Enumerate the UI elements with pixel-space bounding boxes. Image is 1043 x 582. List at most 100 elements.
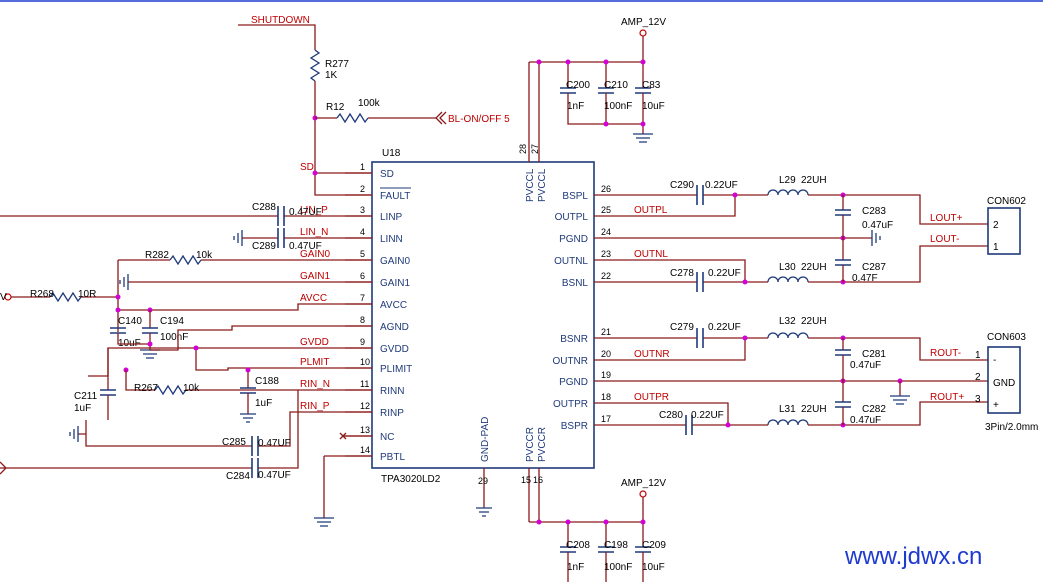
- c282-cap: [835, 401, 851, 408]
- c211-val: 1uF: [74, 403, 91, 414]
- c209-ref: C209: [642, 540, 666, 551]
- pin28-name: PVCCL: [525, 168, 536, 202]
- agnd-wire: [150, 325, 372, 351]
- c283-val: 0.47uF: [862, 220, 893, 231]
- left-pin-name: NC: [380, 432, 394, 443]
- r277-val: 1K: [325, 70, 338, 81]
- c289-cap: [277, 228, 285, 248]
- ic-part: TPA3020LD2: [381, 474, 441, 485]
- con602-pin2: 2: [993, 220, 999, 231]
- left-offpage-arrow: [0, 461, 7, 475]
- con603-ref: CON603: [987, 332, 1026, 343]
- l32-val: 22UH: [801, 316, 827, 327]
- con603-pin1: 1: [975, 350, 981, 361]
- c200-val: 1nF: [567, 101, 584, 112]
- right-pin-name: OUTPL: [555, 212, 589, 223]
- top-ground-symbol: [633, 133, 653, 143]
- c281-val: 0.47uF: [850, 360, 881, 371]
- rout-minus-label: ROUT-: [930, 348, 961, 359]
- pin29-num: 29: [478, 476, 488, 486]
- r267-val: 10k: [183, 383, 200, 394]
- left-pin-num: 3: [360, 205, 365, 215]
- left-pin-num: 7: [360, 293, 365, 303]
- right-pin-name: PGND: [559, 234, 588, 245]
- c290-cap: [696, 185, 704, 205]
- right-pin-num: 20: [601, 349, 611, 359]
- left-pin-net: RIN_N: [300, 379, 330, 390]
- l30-inductor: [767, 276, 809, 283]
- right-pin-net: OUTNR: [634, 349, 670, 360]
- c288-cap: [277, 206, 285, 226]
- c208-ref: C208: [566, 540, 590, 551]
- right-pin-num: 23: [601, 249, 611, 259]
- con602-body: [987, 207, 1021, 255]
- right-pin-name: OUTPR: [553, 399, 588, 410]
- right-pin-net: OUTPR: [634, 392, 669, 403]
- con603-footprint: 3Pin/2.0mm: [985, 422, 1038, 433]
- rout-minus-wire: [808, 337, 988, 361]
- r277-ref: R277: [325, 59, 349, 70]
- left-pin-num: 13: [360, 425, 370, 435]
- c279-ref: C279: [670, 322, 694, 333]
- c285-val: 0.47UF: [258, 438, 291, 449]
- left-pin-net: LIN_N: [300, 227, 328, 238]
- pgnd-left-ground-symbol: [871, 230, 881, 246]
- c208-val: 1nF: [567, 562, 584, 573]
- c284-ref: C284: [226, 471, 250, 482]
- left-pin-num: 10: [360, 357, 370, 367]
- left-pin-name: LINP: [380, 212, 403, 223]
- r268-ref: R268: [30, 289, 54, 300]
- left-pin-name: GVDD: [380, 344, 409, 355]
- right-pin-name: PGND: [559, 377, 588, 388]
- left-pin-net: RIN_P: [300, 401, 330, 412]
- left-pin-num: 14: [360, 445, 370, 455]
- bl-onoff-net-label: BL-ON/OFF 5: [448, 114, 510, 125]
- c284-cap: [251, 458, 259, 478]
- left-pin-num: 11: [360, 379, 369, 389]
- left-pin-net: GAIN0: [300, 249, 330, 260]
- right-pin-name: OUTNR: [552, 356, 588, 367]
- left-pin-net: LIN_P: [300, 205, 328, 216]
- c287-ref: C287: [862, 262, 886, 273]
- right-pin-num: 26: [601, 184, 611, 194]
- c210-ref: C210: [604, 80, 628, 91]
- left-pin-num: 2: [360, 184, 365, 194]
- left-pin-name: LINN: [380, 234, 403, 245]
- right-pin-num: 18: [601, 392, 611, 402]
- lout-plus-wire: [808, 194, 988, 225]
- right-pin-name: BSNL: [562, 278, 589, 289]
- c280-cap: [685, 415, 693, 435]
- left-pin-name: PBTL: [380, 452, 405, 463]
- c279-val: 0.22UF: [708, 322, 741, 333]
- c288-ref: C288: [252, 202, 276, 213]
- lout-plus-label: LOUT+: [930, 213, 963, 224]
- c287-val: 0.47F: [852, 273, 878, 284]
- top-caps-ground-wires: [567, 93, 644, 134]
- pin15-num: 15: [521, 475, 531, 485]
- c281-cap: [835, 349, 851, 356]
- c198-ref: C198: [604, 540, 628, 551]
- ic-ref: U18: [382, 148, 401, 159]
- left-pin-num: 8: [360, 315, 365, 325]
- linn-ground-symbol: [233, 230, 243, 246]
- l30-val: 22UH: [801, 262, 827, 273]
- l29-val: 22UH: [801, 175, 827, 186]
- amp12v-bottom-terminal: [639, 490, 647, 498]
- shutdown-wire: [238, 24, 316, 50]
- r12-val: 100k: [358, 98, 381, 109]
- r268-resistor: [49, 291, 82, 303]
- con603-pin2: 2: [975, 372, 981, 383]
- right-pin-name: OUTNL: [554, 256, 588, 267]
- left-pin-name: GAIN1: [380, 278, 410, 289]
- l30-ref: L30: [779, 262, 796, 273]
- avcc-wire: [118, 303, 372, 311]
- c285-ref: C285: [222, 437, 246, 448]
- l31-inductor: [767, 419, 809, 426]
- left-pin-num: 9: [360, 337, 365, 347]
- c83-ref: C83: [642, 80, 661, 91]
- left-pin-net: AVCC: [300, 293, 327, 304]
- right-pin-name: BSNR: [560, 334, 588, 345]
- c283-cap: [835, 209, 851, 216]
- c83-val: 10uF: [642, 101, 665, 112]
